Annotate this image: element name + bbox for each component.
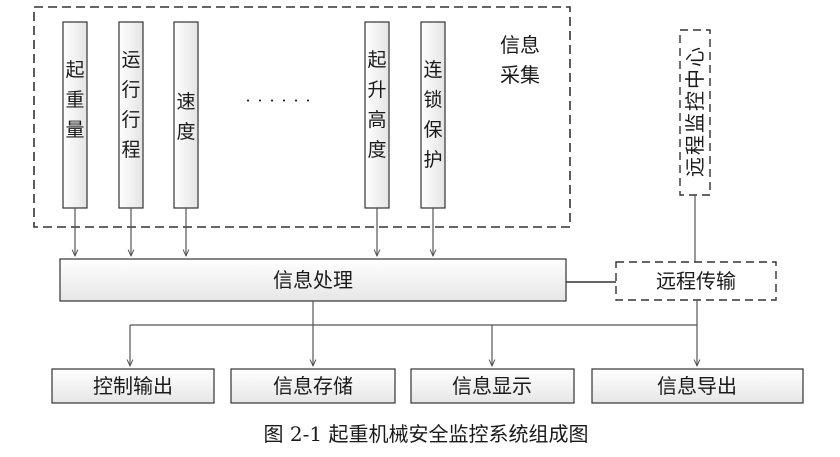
remote-center-char-5: 中 [683, 69, 707, 89]
sensor-travel: 运 行 行 程 [118, 21, 144, 209]
output-control-label: 控制输出 [93, 374, 173, 398]
sensor-lift-char-4: 度 [367, 139, 386, 161]
sensor-interlock-char-3: 保 [423, 119, 442, 141]
sensor-ellipsis: · · · · · · [245, 91, 310, 110]
output-storage-label: 信息存储 [273, 374, 353, 398]
sensor-speed-char-1: 速 [176, 91, 195, 113]
sensor-interlock-char-4: 护 [423, 149, 442, 171]
ellipsis-dot-4: · [281, 91, 286, 110]
sensor-arrows [75, 208, 433, 256]
output-control: 控制输出 [51, 368, 215, 404]
remote-center-char-2: 程 [683, 135, 707, 155]
output-display-label: 信息显示 [452, 374, 532, 398]
sensor-lift-char-2: 升 [367, 79, 386, 101]
sensor-travel-char-2: 行 [121, 79, 140, 101]
collection-label-line2: 采集 [500, 63, 540, 87]
ellipsis-dot-3: · [269, 91, 274, 110]
sensor-lift-char-3: 高 [367, 109, 386, 131]
sensor-travel-char-1: 运 [121, 49, 140, 71]
output-export-label: 信息导出 [657, 374, 737, 398]
ellipsis-dot-2: · [257, 91, 262, 110]
sensor-travel-char-3: 行 [121, 109, 140, 131]
figure-caption: 图 2-1 起重机械安全监控系统组成图 [264, 422, 589, 446]
remote-center-char-4: 控 [683, 91, 707, 111]
info-collection-group [33, 6, 571, 228]
sensor-lift-char-1: 起 [367, 49, 386, 71]
remote-center-char-3: 监 [683, 113, 707, 133]
sensor-travel-char-4: 程 [121, 139, 140, 161]
info-processing-label: 信息处理 [273, 268, 353, 292]
info-processing-box: 信息处理 [59, 258, 567, 302]
sensor-interlock-char-1: 连 [423, 59, 442, 81]
sensor-speed: 速 度 [173, 21, 199, 209]
remote-center-char-1: 远 [683, 157, 707, 177]
ellipsis-dot-1: · [245, 91, 250, 110]
sensor-lift-height: 起 升 高 度 [364, 21, 390, 209]
collection-label-line1: 信息 [500, 33, 540, 57]
remote-transfer-box: 远程传输 [615, 261, 777, 301]
sensor-load-char-1: 起 [65, 59, 84, 81]
output-storage: 信息存储 [230, 368, 396, 404]
sensor-load-char-3: 量 [65, 119, 84, 141]
output-export: 信息导出 [591, 368, 804, 404]
ellipsis-dot-6: · [305, 91, 310, 110]
sensor-speed-char-2: 度 [176, 121, 195, 143]
sensor-interlock-char-2: 锁 [423, 89, 442, 111]
sensor-load-char-2: 重 [65, 89, 84, 111]
remote-center-char-6: 心 [683, 47, 707, 67]
ellipsis-dot-5: · [293, 91, 298, 110]
output-display: 信息显示 [410, 368, 575, 404]
sensor-load: 起 重 量 [62, 21, 88, 209]
output-bus [130, 300, 697, 366]
remote-monitoring-center: 远 程 监 控 中 心 [679, 29, 711, 196]
remote-transfer-label: 远程传输 [656, 269, 736, 293]
sensor-interlock: 连 锁 保 护 [420, 21, 446, 209]
